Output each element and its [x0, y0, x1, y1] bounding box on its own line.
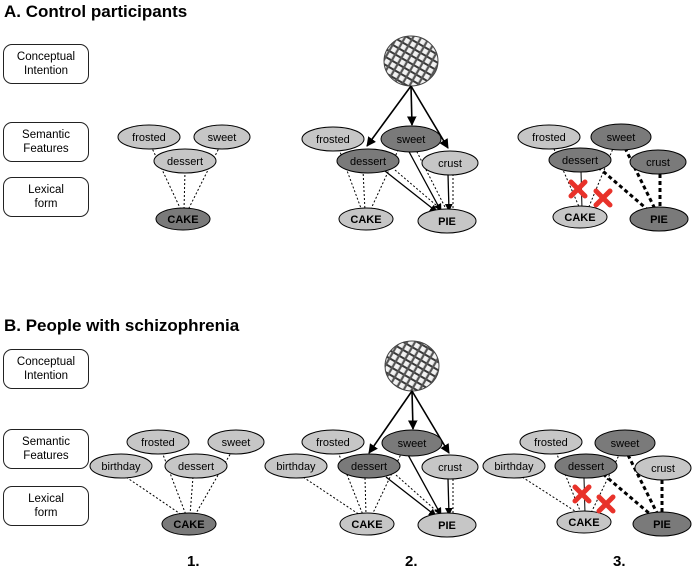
label-semantic-features-b: Semantic Features	[3, 429, 89, 469]
node-pie	[417, 208, 477, 234]
node-birthday-label: birthday	[101, 461, 141, 473]
node-sweet-label: sweet	[611, 438, 640, 450]
node-cake	[556, 510, 612, 534]
node-dessert	[336, 148, 400, 174]
node-pie-label: PIE	[438, 216, 456, 228]
node-sweet	[380, 125, 442, 153]
node-crust-label: crust	[646, 157, 670, 169]
node-birthday	[89, 453, 153, 479]
node-dessert	[554, 453, 618, 479]
red-x-icon	[596, 494, 616, 514]
node-crust-label: crust	[651, 463, 675, 475]
node-sweet	[594, 429, 656, 457]
label-lexical-form-b: Lexical form	[3, 486, 89, 526]
node-dessert-label: dessert	[562, 155, 598, 167]
node-birthday	[482, 453, 546, 479]
node-crust	[421, 454, 479, 480]
label-semantic-features-a: Semantic Features	[3, 122, 89, 162]
section-a-panel-3: frosted sweet dessert crust CAKE PIE	[517, 123, 689, 232]
node-cake	[155, 207, 211, 231]
red-x-icon	[593, 188, 613, 208]
panel-number-3: 3.	[613, 553, 626, 570]
pie-icon	[383, 35, 439, 87]
node-pie-label: PIE	[653, 519, 671, 531]
node-pie	[417, 512, 477, 538]
section-b-panel-2: frosted sweet birthday dessert crust CAK…	[264, 340, 479, 538]
panel-number-1: 1.	[187, 553, 200, 570]
node-frosted-label: frosted	[534, 437, 568, 449]
node-pie-label: PIE	[438, 520, 456, 532]
node-dessert-label: dessert	[568, 461, 604, 473]
node-frosted	[126, 429, 190, 455]
node-sweet-label: sweet	[208, 132, 237, 144]
red-x-icon	[572, 484, 592, 504]
node-frosted	[517, 124, 581, 150]
node-sweet	[193, 124, 251, 150]
label-lexical-form-a: Lexical form	[3, 177, 89, 217]
node-frosted-label: frosted	[132, 132, 166, 144]
node-dessert	[337, 453, 401, 479]
node-dessert	[153, 148, 217, 174]
node-dessert-label: dessert	[167, 156, 203, 168]
section-b-panel-3: frosted sweet birthday dessert crust CAK…	[482, 429, 692, 537]
node-sweet-label: sweet	[607, 132, 636, 144]
node-frosted	[117, 124, 181, 150]
node-sweet	[381, 429, 443, 457]
node-cake	[338, 207, 394, 231]
panel-number-2: 2.	[405, 553, 418, 570]
label-conceptual-intention-b: Conceptual Intention	[3, 349, 89, 389]
node-frosted-label: frosted	[532, 132, 566, 144]
node-dessert-label: dessert	[350, 156, 386, 168]
red-x-icon	[568, 179, 588, 199]
node-sweet	[207, 429, 265, 455]
node-dessert	[164, 453, 228, 479]
section-b-panel-1: frosted sweet birthday dessert CAKE	[89, 429, 265, 536]
node-sweet-label: sweet	[222, 437, 251, 449]
node-frosted	[301, 126, 365, 152]
node-pie-label: PIE	[650, 214, 668, 226]
node-cake-label: CAKE	[173, 519, 204, 531]
node-birthday-label: birthday	[276, 461, 316, 473]
node-crust-label: crust	[438, 158, 462, 170]
section-a-panel-1: frosted dessert sweet CAKE	[117, 124, 251, 231]
node-birthday	[264, 453, 328, 479]
node-cake	[339, 512, 395, 536]
section-a-panel-2: frosted sweet dessert crust CAKE PIE	[301, 35, 479, 234]
node-dessert	[548, 147, 612, 173]
node-frosted	[301, 429, 365, 455]
node-frosted-label: frosted	[316, 134, 350, 146]
node-dessert-label: dessert	[351, 461, 387, 473]
node-cake-label: CAKE	[350, 214, 381, 226]
pie-icon	[384, 340, 440, 392]
node-crust-label: crust	[438, 462, 462, 474]
label-conceptual-intention-a: Conceptual Intention	[3, 44, 89, 84]
node-birthday-label: birthday	[494, 461, 534, 473]
node-sweet	[590, 123, 652, 151]
node-pie	[632, 511, 692, 537]
node-crust	[634, 455, 692, 481]
section-a-title: A. Control participants	[4, 2, 188, 21]
node-cake-label: CAKE	[564, 212, 595, 224]
node-dessert-label: dessert	[178, 461, 214, 473]
node-cake-label: CAKE	[568, 517, 599, 529]
node-frosted-label: frosted	[316, 437, 350, 449]
node-sweet-label: sweet	[397, 134, 426, 146]
node-cake	[161, 512, 217, 536]
node-cake	[552, 205, 608, 229]
section-b-title: B. People with schizophrenia	[4, 316, 240, 335]
node-crust	[421, 150, 479, 176]
node-pie	[629, 206, 689, 232]
node-sweet-label: sweet	[398, 438, 427, 450]
node-cake-label: CAKE	[167, 214, 198, 226]
node-frosted	[519, 429, 583, 455]
node-crust	[629, 149, 687, 175]
node-frosted-label: frosted	[141, 437, 175, 449]
node-cake-label: CAKE	[351, 519, 382, 531]
